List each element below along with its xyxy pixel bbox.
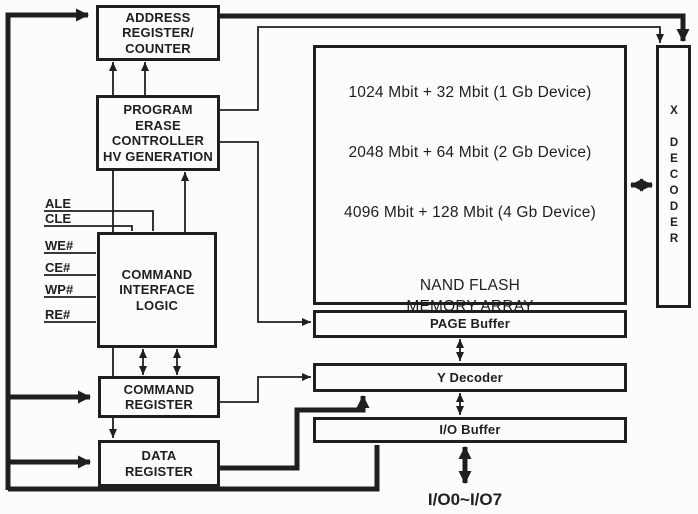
capacity-line-4gb: 4096 Mbit + 128 Mbit (4 Gb Device): [344, 203, 596, 221]
nand-flash-memory-array-block: 1024 Mbit + 32 Mbit (1 Gb Device) 2048 M…: [313, 45, 627, 315]
program-controller-to-page-buffer: [220, 141, 311, 326]
capacity-line-2gb: 2048 Mbit + 64 Mbit (2 Gb Device): [348, 143, 592, 161]
signal-label-wp: WP#: [45, 282, 74, 297]
program-erase-controller-block: PROGRAM ERASE CONTROLLER HV GENERATION: [96, 95, 220, 171]
signal-label-re: RE#: [45, 307, 71, 322]
bus-left-to-address-register: [5, 8, 89, 490]
page-buffer-block: PAGE Buffer: [313, 310, 627, 338]
signal-label-ale: ALE: [45, 196, 71, 211]
data-register-to-y-decoder: [219, 395, 370, 471]
signal-label-we: WE#: [45, 238, 74, 253]
signal-label-ce: CE#: [45, 260, 71, 275]
capacity-line-1gb: 1024 Mbit + 32 Mbit (1 Gb Device): [348, 83, 592, 101]
data-register-block: DATA REGISTER: [98, 440, 220, 487]
cle-signal-line: [44, 225, 133, 231]
bus-bottom-to-io-buffer: [8, 445, 380, 492]
io-buffer-block: I/O Buffer: [313, 417, 627, 443]
y-decoder-block: Y Decoder: [313, 363, 627, 392]
program-controller-to-x-decoder: [220, 26, 664, 111]
signal-label-cle: CLE: [45, 211, 71, 226]
command-register-block: COMMAND REGISTER: [98, 376, 220, 418]
memory-capacity-lines: 1024 Mbit + 32 Mbit (1 Gb Device) 2048 M…: [344, 48, 596, 258]
ale-signal-line: [44, 210, 154, 231]
command-interface-logic-block: COMMAND INTERFACE LOGIC: [97, 232, 217, 348]
io-bus-label: I/O0~I/O7: [427, 490, 503, 509]
command-register-to-y-decoder: [219, 373, 311, 403]
x-decoder-block: X DECODER: [656, 45, 691, 308]
address-register-to-x-decoder: [220, 13, 690, 42]
address-register-counter-block: ADDRESS REGISTER/ COUNTER: [96, 5, 220, 61]
